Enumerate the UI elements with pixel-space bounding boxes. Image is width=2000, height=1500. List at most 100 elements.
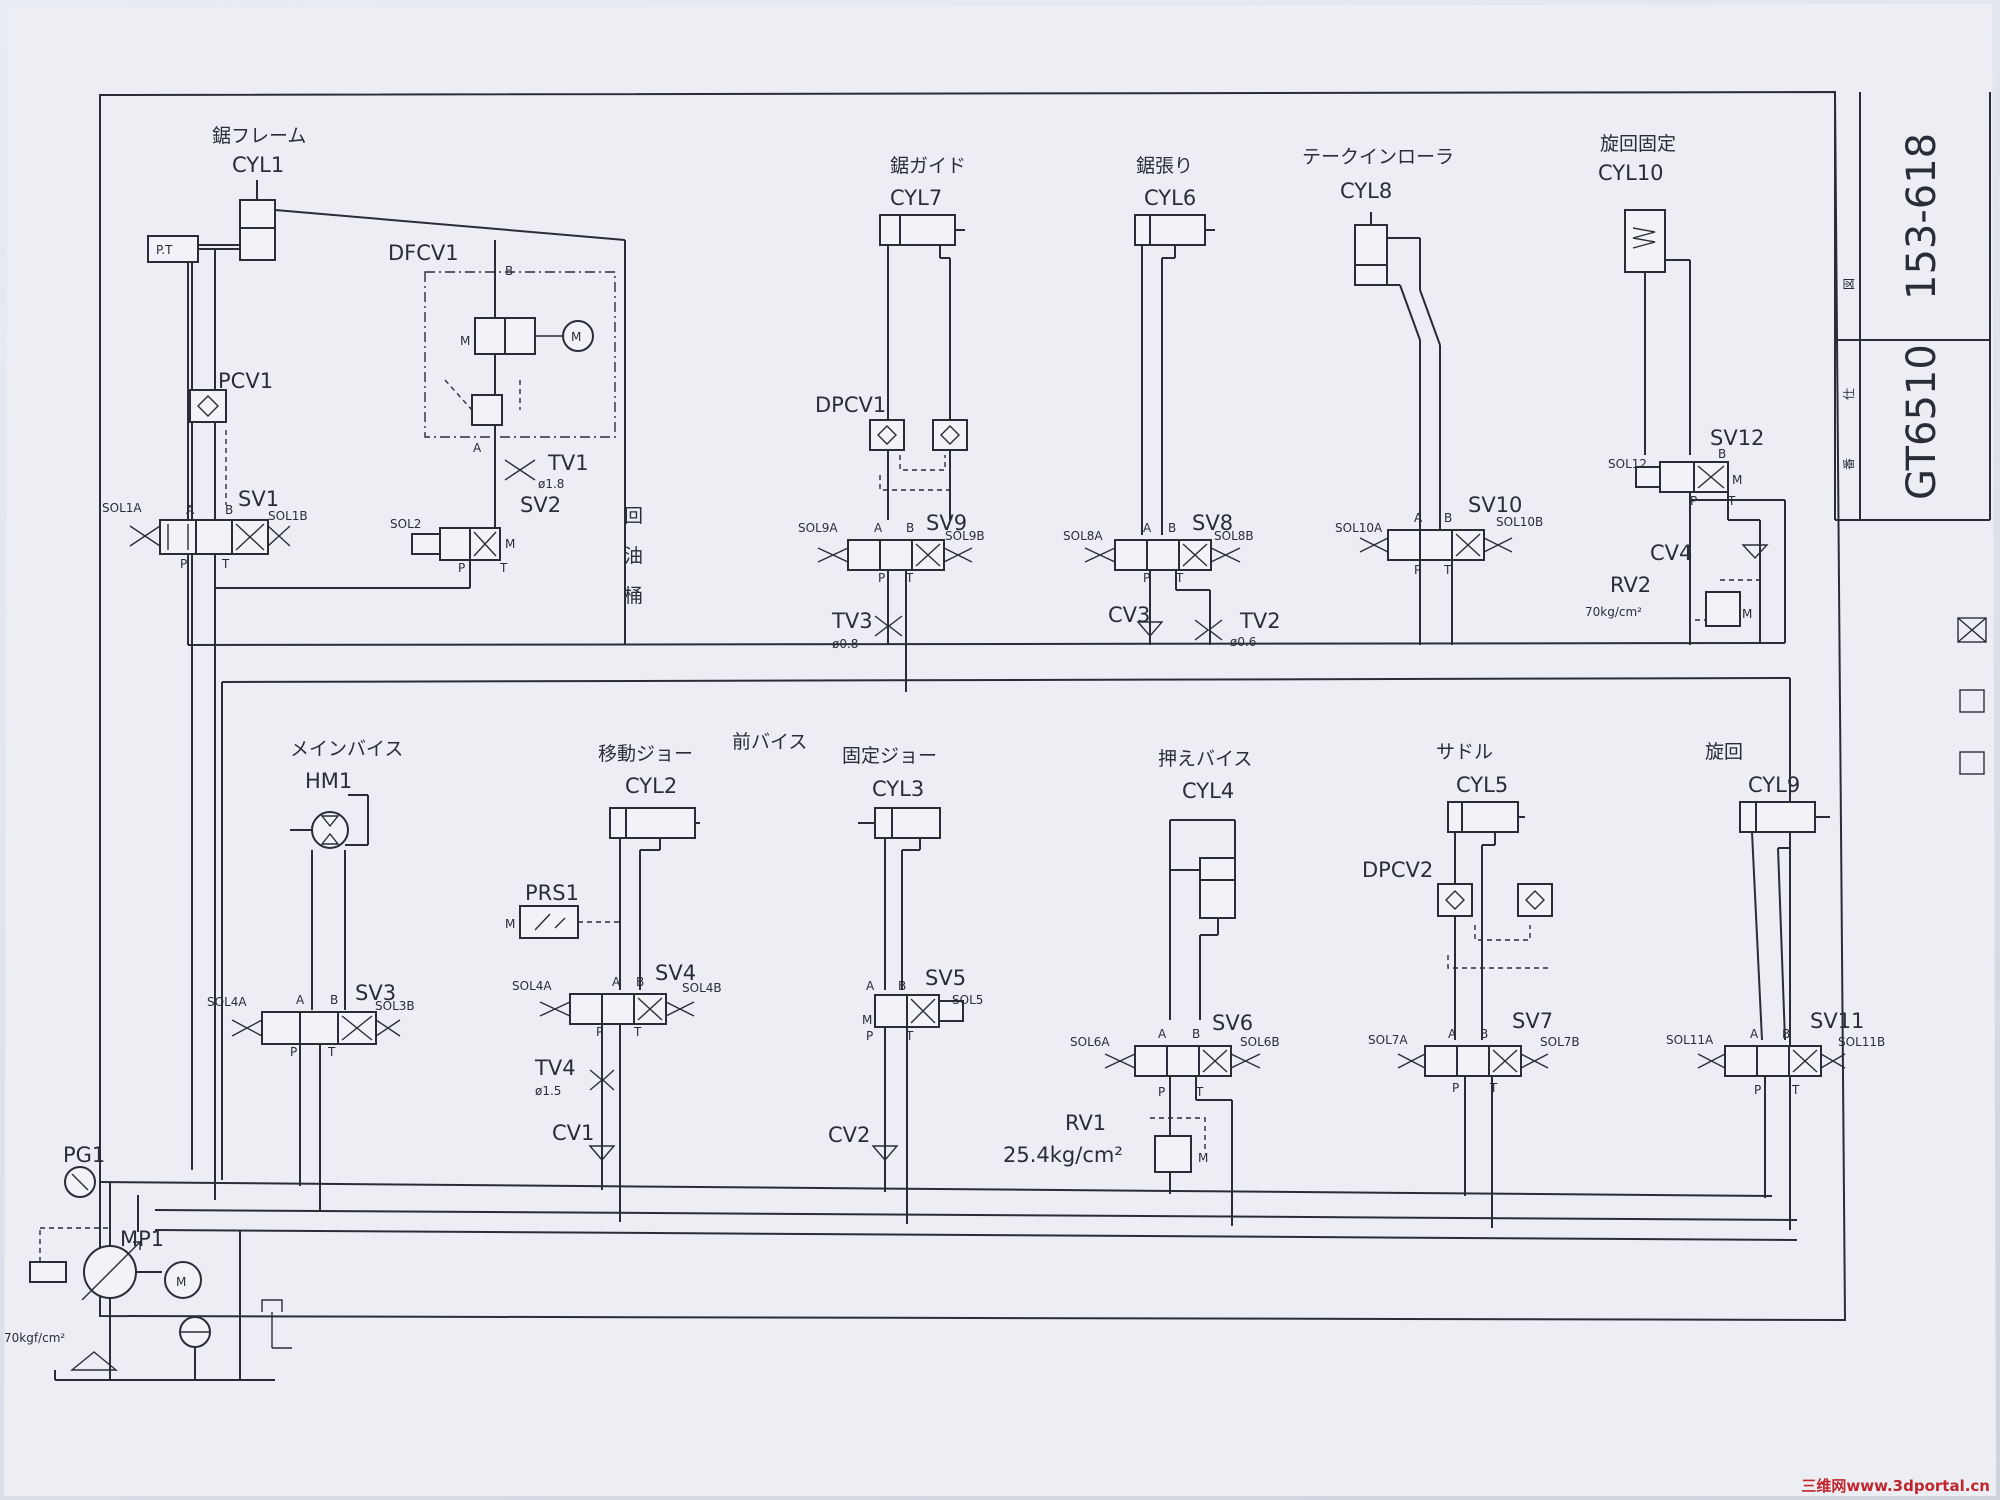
frame-border [99, 90, 1847, 1322]
sv2-label: SV2 [520, 493, 561, 517]
cyl6-jp-label: 鋸張り [1136, 155, 1193, 177]
cyl5-jp-label: サドル [1436, 741, 1493, 763]
sv9-port-b: B [906, 521, 914, 535]
sv8-port-a: A [1143, 521, 1152, 535]
cyl1-symbol [239, 199, 276, 261]
hm1-motor-symbol [311, 811, 349, 849]
sv8-port-p: P [1143, 571, 1150, 585]
title-mark-1: 仕 [1842, 388, 1856, 400]
front-vise-group-label: 前バイス [732, 731, 807, 753]
sv12-port-b: B [1718, 447, 1726, 461]
sv5-port-a: A [866, 979, 875, 993]
sv10-port-t: T [1443, 563, 1452, 577]
hm1-tag: HM1 [305, 769, 352, 793]
sv11-label: SV11 [1810, 1009, 1864, 1033]
pressure-transmitter [147, 235, 199, 263]
sv3-port-a: A [296, 993, 305, 1007]
sv10-port-b: B [1444, 511, 1452, 525]
cyl4-group: 押えバイス CYL4 SV6 SOL6A SOL6B A B P T [1003, 748, 1280, 1226]
sv7-port-p: P [1452, 1081, 1459, 1095]
sol7b-label: SOL7B [1540, 1035, 1580, 1049]
cyl3-jp-label: 固定ジョー [842, 745, 937, 767]
tank-note-2: 桶 [624, 585, 643, 607]
sv12-port-p: P [1690, 494, 1697, 508]
sv6-port-p: P [1158, 1085, 1165, 1099]
cv3-label: CV3 [1108, 603, 1150, 627]
sol8b-label: SOL8B [1214, 529, 1254, 543]
pump-compensator [29, 1261, 67, 1283]
cyl6-tag: CYL6 [1144, 186, 1196, 210]
sol1a-label: SOL1A [102, 501, 142, 515]
sv8-port-t: T [1175, 571, 1184, 585]
cv1-label: CV1 [552, 1121, 594, 1145]
sv2-port-m: M [505, 537, 515, 551]
sv6-label: SV6 [1212, 1011, 1253, 1035]
cyl9-tag: CYL9 [1748, 773, 1800, 797]
pump-pressure-label: 70kgf/cm² [4, 1331, 65, 1345]
sv9-port-p: P [878, 571, 885, 585]
sol12-label: SOL12 [1608, 457, 1647, 471]
sv6-port-b: B [1192, 1027, 1200, 1041]
sol6a-label: SOL6A [1070, 1035, 1110, 1049]
cyl7-jp-label: 鋸ガイド [890, 155, 966, 177]
rv1-pressure: 25.4kg/cm² [1003, 1143, 1123, 1167]
cyl7-symbol [879, 214, 956, 246]
tv4-label: TV4 [534, 1056, 576, 1080]
paper [4, 4, 1996, 1496]
sv9-label: SV9 [926, 511, 967, 535]
sv7-port-t: T [1489, 1081, 1498, 1095]
sv5-port-t: T [905, 1029, 914, 1043]
cyl10-jp-label: 旋回固定 [1600, 133, 1676, 155]
sv1-port-a: A [186, 503, 195, 517]
sv4-label: SV4 [655, 961, 696, 985]
tv1-dia: ø1.8 [538, 477, 564, 491]
sv4-port-p: P [596, 1025, 603, 1039]
cyl8-symbol [1354, 224, 1388, 286]
sv4-port-b: B [636, 975, 644, 989]
title-mark-2: 番 [1842, 458, 1856, 470]
sv5-port-m: M [862, 1013, 872, 1027]
cyl2-tag: CYL2 [625, 774, 677, 798]
sv3-port-t: T [327, 1045, 336, 1059]
cv2-label: CV2 [828, 1123, 870, 1147]
sv1-label: SV1 [238, 487, 279, 511]
cyl8-group: テークインローラ CYL8 SV10 SOL10A SOL10B A B P [1302, 146, 1543, 645]
sol10a-label: SOL10A [1335, 521, 1383, 535]
title-mark-0: 図 [1842, 278, 1856, 290]
dfcv1-port-a: A [473, 441, 482, 455]
prs1-label: PRS1 [525, 881, 579, 905]
sol4a-left-label: SOL4A [207, 995, 247, 1009]
watermark: 三维网www.3dportal.cn [1801, 1477, 1990, 1495]
dpcv2-label: DPCV2 [1362, 858, 1433, 882]
pump-motor-symbol [164, 1261, 202, 1299]
cyl7-tag: CYL7 [890, 186, 942, 210]
dfcv1-port-m: M [460, 334, 470, 348]
cyl10-tag: CYL10 [1598, 161, 1664, 185]
bottom-circuit: 前バイス メインバイス HM1 SV3 SOL4A SOL3B A B [99, 677, 1885, 1241]
dfcv1-motor-m: M [571, 330, 581, 344]
sv11-port-b: B [1782, 1027, 1790, 1041]
cyl2-group: 移動ジョー CYL2 PRS1 M SV4 SOL4A SOL4B A [505, 743, 722, 1222]
cyl9-jp-label: 旋回 [1705, 741, 1743, 763]
sv9-port-a: A [874, 521, 883, 535]
tv4-dia: ø1.5 [535, 1084, 561, 1098]
sv2-port-p: P [458, 561, 465, 575]
cyl5-symbol [1447, 801, 1519, 833]
top-circuit: 鋸フレーム CYL1 P.T PCV1 [102, 125, 1786, 1200]
drawing-number: 153-618 [1899, 133, 1945, 300]
cyl4-jp-label: 押えバイス [1158, 748, 1252, 770]
sol7a-label: SOL7A [1368, 1033, 1408, 1047]
sv7-port-b: B [1480, 1027, 1488, 1041]
sv6-port-a: A [1158, 1027, 1167, 1041]
cyl5-group: サドル CYL5 DPCV2 SV7 SOL7A SOL7B [1362, 741, 1580, 1228]
sv12-port-m: M [1732, 473, 1742, 487]
sv1-valve [129, 519, 291, 555]
sv7-port-a: A [1448, 1027, 1457, 1041]
cyl6-symbol [1134, 214, 1206, 246]
tv2-dia: ø0.6 [1230, 635, 1256, 649]
sol10b-label: SOL10B [1496, 515, 1543, 529]
sv5-port-b: B [898, 979, 906, 993]
sol2-label: SOL2 [390, 517, 421, 531]
sv5-label: SV5 [925, 966, 966, 990]
